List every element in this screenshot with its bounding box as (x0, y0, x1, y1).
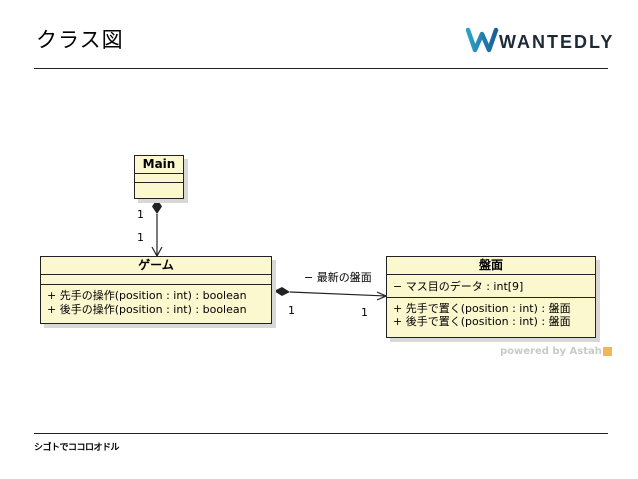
main-composition-diamond (152, 199, 162, 214)
footer-tagline: シゴトでココロオドル (34, 443, 120, 453)
class-board-attributes: − マス目のデータ : int[9] (387, 275, 595, 298)
astah-watermark-text: powered by Astah (500, 346, 602, 357)
class-board-operation: + 先手で置く(position : int) : 盤面 (393, 301, 571, 315)
class-board-attribute: − マス目のデータ : int[9] (393, 280, 524, 293)
astah-watermark: powered by Astah (500, 346, 612, 357)
class-board-operations: + 先手で置く(position : int) : 盤面 + 後手で置く(pos… (387, 298, 595, 329)
class-game-operation: + 後手の操作(position : int) : boolean (47, 302, 247, 316)
class-main-operations (135, 183, 183, 191)
page-title: クラス図 (36, 28, 124, 52)
wantedly-logo: WANTEDLY (466, 27, 614, 53)
board-multiplicity: 1 (361, 306, 368, 319)
game-multiplicity-top: 1 (137, 231, 144, 244)
class-board-operation: + 後手で置く(position : int) : 盤面 (393, 315, 571, 328)
astah-icon (602, 346, 612, 356)
class-game-name: ゲーム (41, 257, 271, 275)
class-game-operations: + 先手の操作(position : int) : boolean + 後手の操… (41, 285, 271, 316)
header-divider (34, 68, 608, 69)
class-main: Main (134, 155, 184, 199)
main-multiplicity: 1 (137, 208, 144, 221)
class-board-name: 盤面 (387, 257, 595, 275)
game-multiplicity-right: 1 (288, 304, 295, 317)
class-board: 盤面 − マス目のデータ : int[9] + 先手で置く(position :… (386, 256, 596, 338)
game-composition-diamond (274, 287, 290, 296)
game-board-association (289, 291, 387, 297)
class-game: ゲーム + 先手の操作(position : int) : boolean + … (40, 256, 272, 324)
class-main-name: Main (135, 156, 183, 174)
class-main-attributes (135, 174, 183, 183)
class-game-attributes (41, 275, 271, 285)
class-game-operation: + 先手の操作(position : int) : boolean (47, 289, 247, 302)
footer-divider (34, 433, 608, 434)
association-role-label: − 最新の盤面 (304, 271, 372, 284)
logo-text: WANTEDLY (499, 32, 614, 52)
